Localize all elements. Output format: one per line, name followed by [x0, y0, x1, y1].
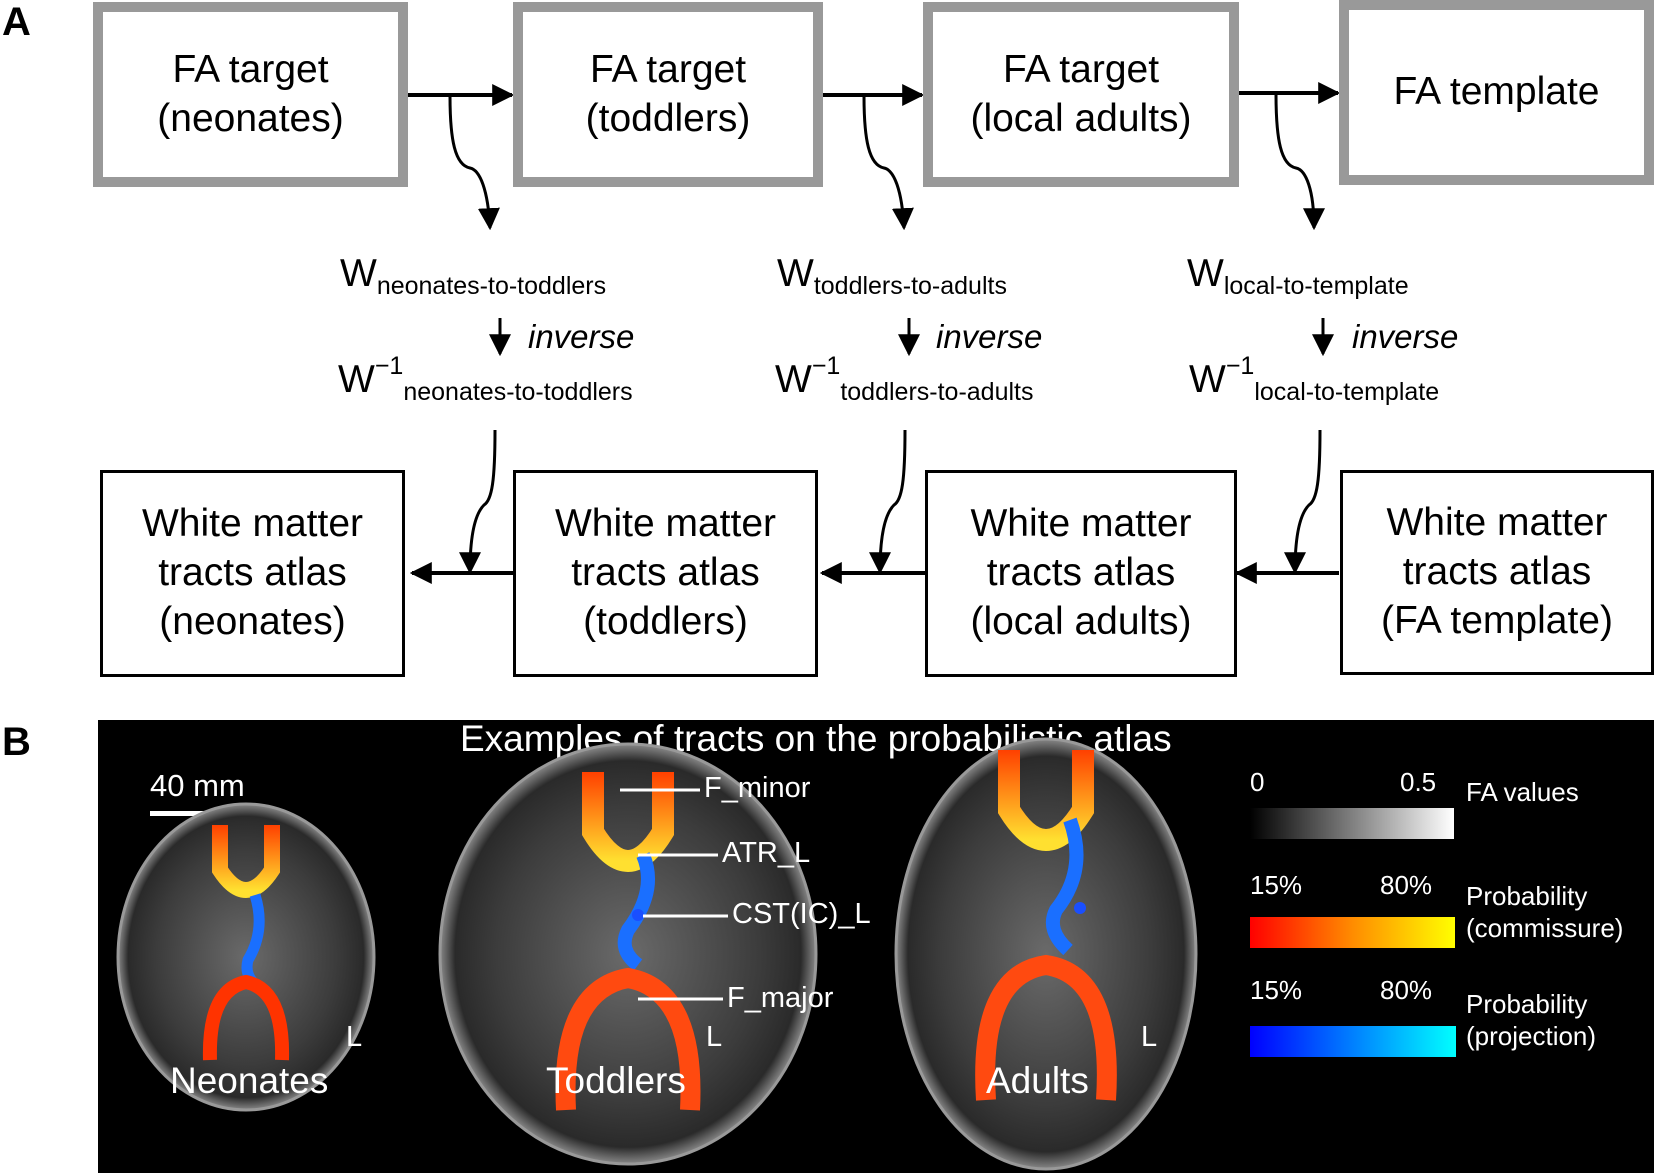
w-toddlers-to-adults: Wtoddlers-to-adults	[777, 252, 1007, 300]
box-line: FA template	[1393, 70, 1600, 114]
tract-f-minor-toddlers	[582, 772, 674, 872]
legend-fa-label: FA values	[1466, 777, 1579, 807]
box-line: tracts atlas	[571, 551, 760, 595]
brain-neonates	[116, 802, 376, 1112]
w-inverse-neonates-to-toddlers: W−1neonates-to-toddlers	[338, 352, 633, 406]
legend-commissure-label: Probability(commissure)	[1466, 881, 1624, 943]
colorbar-fa	[1250, 808, 1454, 839]
tract-cst-toddlers	[632, 909, 644, 921]
tract-f-major-adults	[975, 954, 1117, 1101]
legend-fa-max: 0.5	[1400, 767, 1437, 797]
box-line: tracts atlas	[1402, 550, 1592, 594]
tract-f-major-neonates	[202, 974, 290, 1061]
box-line: tracts atlas	[158, 551, 347, 595]
tract-f-major-toddlers	[555, 967, 701, 1111]
group-label-adults: Adults	[986, 1060, 1089, 1101]
box-line: tracts atlas	[986, 551, 1176, 595]
branch-arrow-2	[862, 95, 914, 231]
legend-projection-label: Probability(projection)	[1466, 989, 1597, 1051]
curve-down-arrow-3	[1284, 429, 1322, 575]
group-label-toddlers: Toddlers	[546, 1060, 686, 1101]
atlas-local-adults-box: White matter tracts atlas(local adults)	[925, 470, 1237, 677]
legend-commissure-max: 80%	[1380, 870, 1433, 900]
legend-fa-min: 0	[1250, 767, 1265, 797]
side-marker-neonates: L	[346, 1021, 363, 1053]
scale-bar-label: 40 mm	[150, 768, 245, 803]
box-line: White matter	[1386, 501, 1608, 545]
box-line: FA target	[172, 47, 329, 91]
inverse-label-2: inverse	[936, 318, 1043, 355]
atlas-neonates-box: White matter tracts atlas(neonates)	[100, 470, 405, 677]
label-f-major: F_major	[727, 982, 834, 1014]
curve-down-arrow-2	[869, 429, 907, 575]
brain-toddlers	[438, 742, 818, 1166]
fa-target-neonates-box: FA target (neonates)	[93, 2, 408, 187]
side-marker-adults: L	[1141, 1021, 1158, 1053]
tract-f-minor-neonates	[212, 825, 280, 898]
box-line: (FA template)	[1381, 598, 1613, 642]
box-line: White matter	[141, 502, 364, 546]
atlas-toddlers-box: White matter tracts atlas(toddlers)	[513, 470, 818, 677]
flow-arrows	[405, 82, 1341, 584]
group-label-neonates: Neonates	[170, 1060, 329, 1101]
w-inverse-local-to-template: W−1local-to-template	[1189, 352, 1440, 406]
panel-a-letter: A	[2, 0, 31, 44]
inverse-label-3: inverse	[1352, 318, 1459, 355]
brain-adults	[894, 737, 1198, 1171]
curve-down-arrow-1	[459, 429, 497, 575]
box-line: White matter	[554, 502, 777, 546]
legend-projection-max: 80%	[1380, 975, 1433, 1005]
w-neonates-to-toddlers: Wneonates-to-toddlers	[340, 252, 607, 300]
label-cst-ic-l: CST(IC)_L	[732, 898, 871, 930]
inverse-label-1: inverse	[528, 318, 635, 355]
side-marker-toddlers: L	[706, 1021, 723, 1053]
box-line: (local adults)	[970, 599, 1192, 643]
tract-f-minor-adults	[998, 750, 1094, 851]
fa-template-box: FA template	[1339, 0, 1654, 185]
box-line: (toddlers)	[585, 96, 751, 140]
legend-projection-min: 15%	[1250, 975, 1303, 1005]
box-line: FA target	[1002, 47, 1160, 91]
atlas-examples-panel: Examples of tracts on the probabilistic …	[98, 718, 1654, 1173]
box-line: (toddlers)	[583, 599, 748, 643]
box-line: White matter	[970, 502, 1192, 546]
colorbar-projection	[1250, 1026, 1456, 1057]
box-line: FA target	[589, 47, 747, 91]
box-line: (neonates)	[157, 96, 344, 140]
legend-commissure-min: 15%	[1250, 870, 1303, 900]
box-line: (local adults)	[970, 96, 1192, 140]
label-f-minor: F_minor	[704, 772, 811, 804]
w-local-to-template: Wlocal-to-template	[1187, 252, 1409, 300]
brain-images	[116, 737, 1198, 1171]
w-inverse-toddlers-to-adults: W−1toddlers-to-adults	[775, 352, 1034, 406]
tract-atr-toddlers	[617, 852, 655, 971]
atlas-fa-template-box: White matter tracts atlas(FA template)	[1340, 470, 1654, 675]
colorbar-commissure	[1250, 917, 1455, 948]
fa-target-toddlers-box: FA target (toddlers)	[513, 2, 823, 187]
panel-b-letter: B	[2, 720, 31, 764]
tract-cst-adults	[1074, 902, 1086, 914]
branch-arrow-3	[1274, 93, 1325, 231]
branch-arrow-1	[448, 95, 500, 231]
tract-atr-adults	[1046, 817, 1084, 956]
label-atr-l: ATR_L	[722, 837, 811, 869]
fa-target-local-adults-box: FA target (local adults)	[923, 2, 1239, 187]
box-line: (neonates)	[159, 599, 346, 643]
